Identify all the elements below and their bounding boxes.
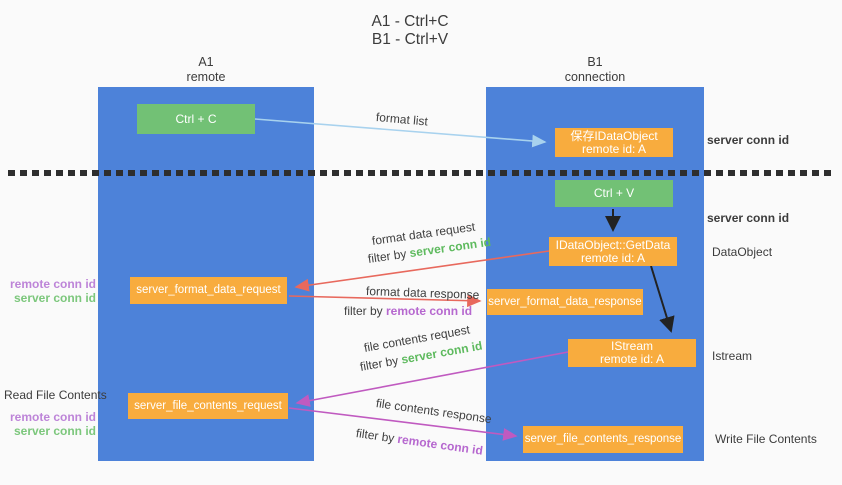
dashed-divider [8, 170, 836, 176]
node-idataobject-getdata-line2: remote id: A [580, 250, 646, 265]
column-b1-name: B1 [587, 55, 603, 69]
annotation-server-conn-id-1: server conn id [13, 290, 96, 305]
diagram-title: A1 - Ctrl+C B1 - Ctrl+V [290, 13, 530, 48]
node-server-file-contents-request-label: server_file_contents_request [134, 399, 282, 412]
annotation-remote-conn-id-2: remote conn id [9, 410, 96, 424]
node-ctrl-c-label: Ctrl + C [175, 111, 217, 126]
column-a1-name: A1 [198, 55, 214, 69]
column-header-a1: A1 remote [98, 55, 314, 84]
filter-by-prefix: filter by [355, 426, 399, 446]
node-istream-line2: remote id: A [599, 352, 665, 366]
label-file-contents-response: file contents response [375, 396, 493, 427]
annotation-read-file-contents: Read File Contents [4, 388, 107, 402]
filter-by-prefix: filter by [367, 246, 411, 266]
node-server-file-contents-request: server_file_contents_request [128, 393, 288, 419]
node-ctrl-v-label: Ctrl + V [593, 186, 635, 200]
annotation-remote-conn-id-1: remote conn id [9, 277, 96, 291]
node-idataobject-getdata-line1: IDataObject::GetData [555, 237, 671, 252]
remote-conn-id-accent: remote conn id [386, 304, 473, 318]
node-server-format-data-response-label: server_format_data_response [488, 295, 642, 308]
annotation-conn-id-pair-2: remote conn id server conn id [8, 410, 96, 438]
annotation-server-conn-id-2: server conn id [13, 423, 96, 438]
label-format-data-response: format data response [365, 284, 480, 302]
column-b1-subtitle: connection [564, 69, 626, 84]
node-save-idataobject: 保存IDataObject remote id: A [555, 128, 673, 157]
node-ctrl-c: Ctrl + C [137, 104, 255, 134]
node-server-format-data-response: server_format_data_response [487, 289, 643, 315]
node-idataobject-getdata: IDataObject::GetData remote id: A [549, 237, 677, 266]
remote-conn-id-accent: remote conn id [396, 431, 484, 458]
node-server-file-contents-response-label: server_file_contents_response [524, 433, 682, 445]
title-line-2: B1 - Ctrl+V [371, 30, 449, 48]
title-line-1: A1 - Ctrl+C [371, 13, 449, 30]
annotation-write-file-contents: Write File Contents [715, 432, 817, 446]
filter-by-prefix: filter by [358, 352, 403, 374]
node-server-format-data-request-label: server_format_data_request [136, 284, 281, 296]
node-server-format-data-request: server_format_data_request [130, 277, 287, 304]
column-a1-subtitle: remote [186, 69, 226, 84]
annotation-dataobject: DataObject [712, 245, 773, 259]
annotation-server-conn-id-mid: server conn id [707, 211, 790, 225]
node-server-file-contents-response: server_file_contents_response [523, 426, 683, 453]
label-filter-remote-conn-id-2: filter by remote conn id [355, 426, 484, 458]
column-header-b1: B1 connection [486, 55, 704, 84]
annotation-istream: Istream [712, 349, 753, 363]
node-save-idataobject-line1: 保存IDataObject [570, 128, 658, 143]
node-istream: IStream remote id: A [568, 339, 696, 367]
label-filter-remote-conn-id-1: filter by remote conn id [344, 304, 472, 318]
filter-by-prefix: filter by [344, 304, 387, 318]
annotation-server-conn-id-top: server conn id [707, 133, 790, 147]
annotation-conn-id-pair-1: remote conn id server conn id [8, 277, 96, 305]
node-save-idataobject-line2: remote id: A [581, 141, 647, 156]
node-istream-line1: IStream [610, 339, 653, 353]
label-format-list: format list [375, 110, 429, 129]
node-ctrl-v: Ctrl + V [555, 180, 673, 207]
